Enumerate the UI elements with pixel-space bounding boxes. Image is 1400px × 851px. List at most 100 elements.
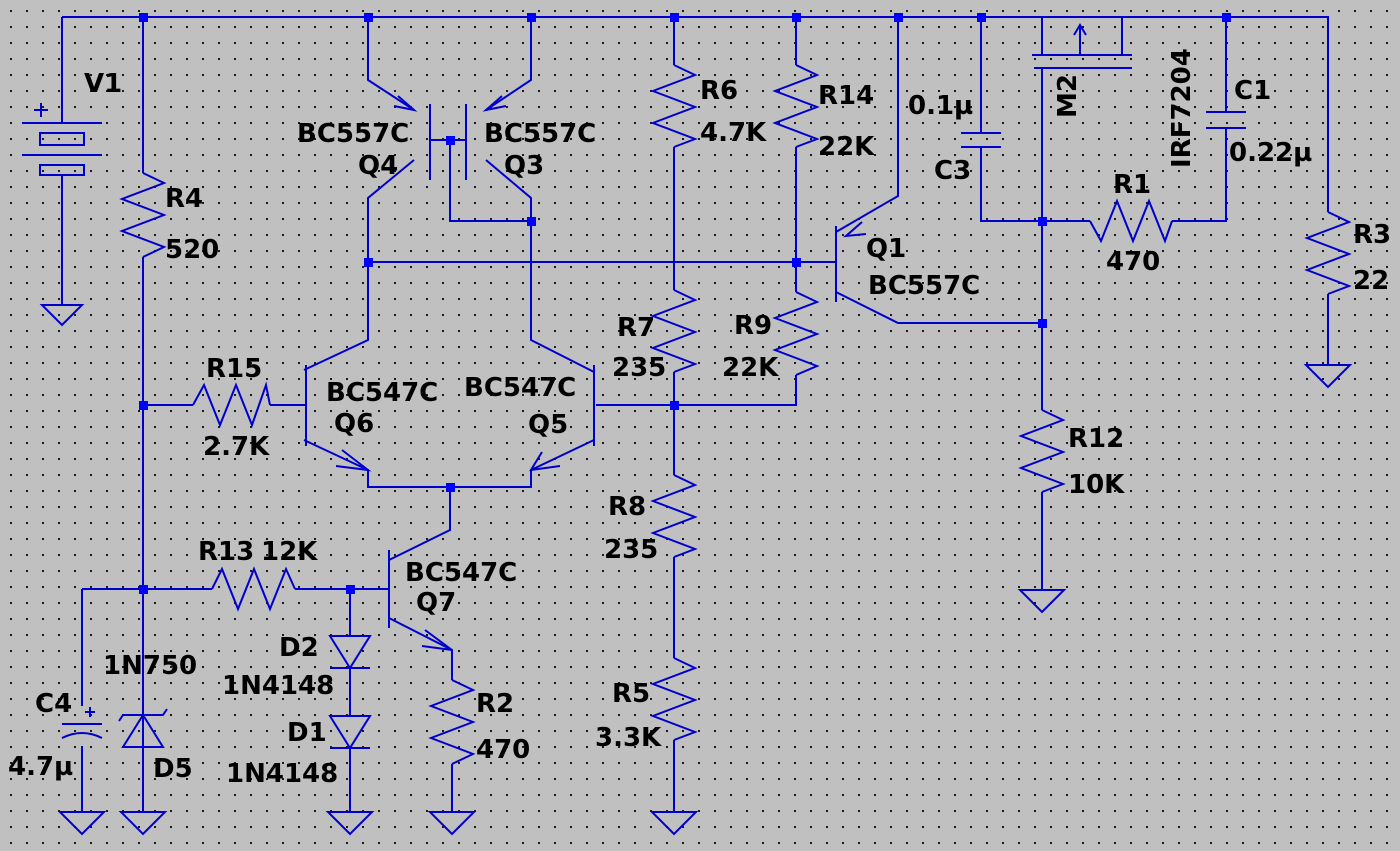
- label-q5: Q5: [528, 410, 568, 440]
- label-r9: R9: [734, 311, 772, 341]
- label-r6: R6: [700, 76, 738, 106]
- d1-body: [328, 715, 372, 750]
- c4-plus-sign: [85, 707, 95, 717]
- value-r5: 3.3K: [595, 723, 662, 753]
- junction-dot: [139, 401, 148, 410]
- label-q1: Q1: [866, 234, 906, 264]
- junction-dot: [527, 217, 536, 226]
- value-r14: 22K: [818, 132, 875, 162]
- resistor-icon-r1[interactable]: [1089, 198, 1173, 244]
- resistor-icon-r3[interactable]: [1304, 211, 1352, 295]
- wire: [1172, 128, 1227, 222]
- junction-dot: [670, 13, 679, 22]
- junction-dot: [792, 258, 801, 267]
- junction-dot: [1038, 319, 1047, 328]
- label-q4-model: BC557C: [297, 119, 409, 149]
- capacitor-icon-c3[interactable]: [961, 132, 1001, 148]
- label-r4: R4: [165, 184, 203, 214]
- d5-body: [118, 708, 168, 748]
- wire: [485, 17, 532, 111]
- wire: [62, 16, 1329, 212]
- value-r9: 22K: [722, 353, 779, 383]
- junction-dot: [364, 13, 373, 22]
- value-r8: 235: [604, 535, 658, 565]
- label-r2: R2: [476, 689, 514, 719]
- resistor-icon-r4[interactable]: [119, 172, 167, 258]
- pnp-transistor-icon-q4[interactable]: [393, 95, 431, 180]
- label-m2: M2: [1053, 74, 1083, 118]
- ground-icon: [1017, 589, 1067, 614]
- wire: [303, 159, 415, 371]
- resistor-icon-r7[interactable]: [650, 289, 698, 373]
- label-v1: V1: [84, 69, 122, 99]
- capacitor-icon-c1[interactable]: [1206, 111, 1246, 129]
- junction-dot: [894, 13, 903, 22]
- junction-dot: [977, 13, 986, 22]
- pmos-fet-icon-m2[interactable]: [1032, 17, 1132, 69]
- q3-emitter-arrow: [482, 95, 507, 112]
- label-r12: R12: [1068, 424, 1124, 454]
- zener-diode-icon-d5[interactable]: [118, 708, 168, 748]
- resistor-icon-r8[interactable]: [650, 474, 698, 558]
- resistor-icon-r5[interactable]: [650, 657, 698, 741]
- label-r14: R14: [818, 81, 874, 111]
- label-r15: R15: [206, 354, 262, 384]
- label-q6-model: BC547C: [326, 378, 438, 408]
- resistor-icon-r2[interactable]: [428, 679, 476, 765]
- value-r7: 235: [612, 353, 666, 383]
- ground-icon: [427, 811, 477, 836]
- battery-plus-plate: [22, 122, 102, 176]
- resistor-icon-r15[interactable]: [192, 381, 271, 428]
- q1-emitter-arrow: [842, 221, 867, 238]
- label-r3: R3: [1353, 220, 1391, 250]
- label-c1: C1: [1234, 76, 1271, 106]
- battery-plus-sign: [34, 103, 48, 117]
- npn-transistor-icon-q7[interactable]: [388, 550, 453, 651]
- label-d1: D1: [287, 718, 327, 748]
- diode-icon-d2[interactable]: [328, 635, 372, 670]
- npn-transistor-icon-q5[interactable]: [529, 365, 595, 472]
- label-r8: R8: [608, 492, 646, 522]
- resistor-icon-r6[interactable]: [650, 64, 698, 148]
- c4-plates: [61, 723, 103, 739]
- m2-body-arrow: [1073, 23, 1087, 55]
- labels: V1 R4 520 BC557C Q4 BC557C Q3 R6 4.7K R1…: [8, 48, 1391, 789]
- label-q6: Q6: [334, 409, 374, 439]
- value-r12: 10K: [1068, 470, 1125, 500]
- label-r13: R13: [198, 537, 254, 567]
- ground-icon: [649, 811, 699, 836]
- value-r1: 470: [1106, 247, 1160, 277]
- pnp-transistor-icon-q1[interactable]: [835, 221, 867, 302]
- label-q3: Q3: [504, 151, 544, 181]
- pnp-transistor-icon-q3[interactable]: [465, 95, 507, 180]
- battery-icon[interactable]: [22, 103, 102, 176]
- junction-dot: [446, 483, 455, 492]
- c1-plates: [1206, 111, 1246, 129]
- label-d5: D5: [153, 754, 193, 784]
- wire: [388, 487, 451, 561]
- label-c4: C4: [35, 689, 72, 719]
- ground-icon: [39, 304, 85, 327]
- diode-icon-d1[interactable]: [328, 715, 372, 750]
- value-c1: 0.22µ: [1229, 138, 1312, 168]
- junction-dot: [346, 585, 355, 594]
- resistor-icon-r12[interactable]: [1018, 409, 1066, 493]
- wire: [835, 291, 1042, 324]
- polarized-capacitor-icon-c4[interactable]: [61, 707, 103, 739]
- npn-transistor-icon-q6[interactable]: [305, 365, 372, 472]
- junction-dot: [139, 13, 148, 22]
- resistor-icon-r13[interactable]: [211, 566, 296, 612]
- junction-dot: [364, 258, 373, 267]
- label-r5: R5: [612, 679, 650, 709]
- q7-emitter-arrow: [421, 629, 453, 651]
- ground-icon: [1303, 364, 1353, 389]
- value-r6: 4.7K: [700, 118, 767, 148]
- junction-dot: [670, 401, 679, 410]
- c3-plates: [961, 132, 1001, 148]
- q5-emitter-arrow: [529, 451, 561, 472]
- value-r3: 22: [1353, 266, 1389, 296]
- ground-symbols: [39, 304, 1353, 836]
- resistor-icon-r9[interactable]: [772, 291, 820, 376]
- resistor-icon-r14[interactable]: [772, 64, 820, 148]
